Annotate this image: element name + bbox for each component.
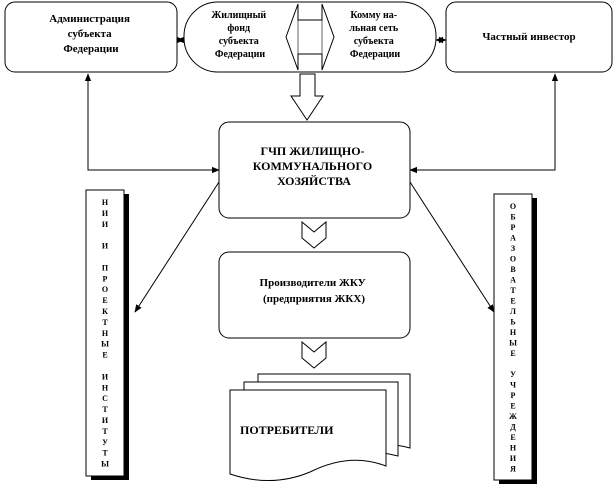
consumers-label: ПОТРЕБИТЕЛИ [240,423,334,437]
ppp-label: ГЧП ЖИЛИЩНО- КОММУНАЛЬНОГО ХОЗЯЙСТВА [253,144,375,188]
arrow-investor-ppp [409,73,559,174]
consumers-document-stack: ПОТРЕБИТЕЛИ [229,373,411,481]
investor-label: Частный инвестор [482,31,575,43]
producers-box: Производители ЖКУ (предприятия ЖКХ) [218,251,411,339]
arrow-ppp-research [134,181,220,313]
producers-label: Производители ЖКУ (предприятия ЖКХ) [260,277,369,305]
communal-network-label: Комму на- льная сеть субъекта Федерации [349,10,400,60]
admin-box: Администрация субъекта Федерации [4,1,178,73]
chevron-down-icon [301,220,327,249]
admin-label: Администрация субъекта Федерации [49,13,132,55]
arrow-ppp-education [409,181,495,313]
housing-fund-label: Жилищный фонд субъекта Федерации [211,10,268,60]
ppp-box: ГЧП ЖИЛИЩНО- КОММУНАЛЬНОГО ХОЗЯЙСТВА [218,121,411,219]
down-arrow-icon [290,73,324,121]
property-box: Жилищный фонд субъекта Федерации Комму н… [183,1,437,73]
arrow-admin-ppp [84,73,220,174]
chevron-down-icon [301,340,327,369]
investor-box: Частный инвестор [445,1,613,73]
